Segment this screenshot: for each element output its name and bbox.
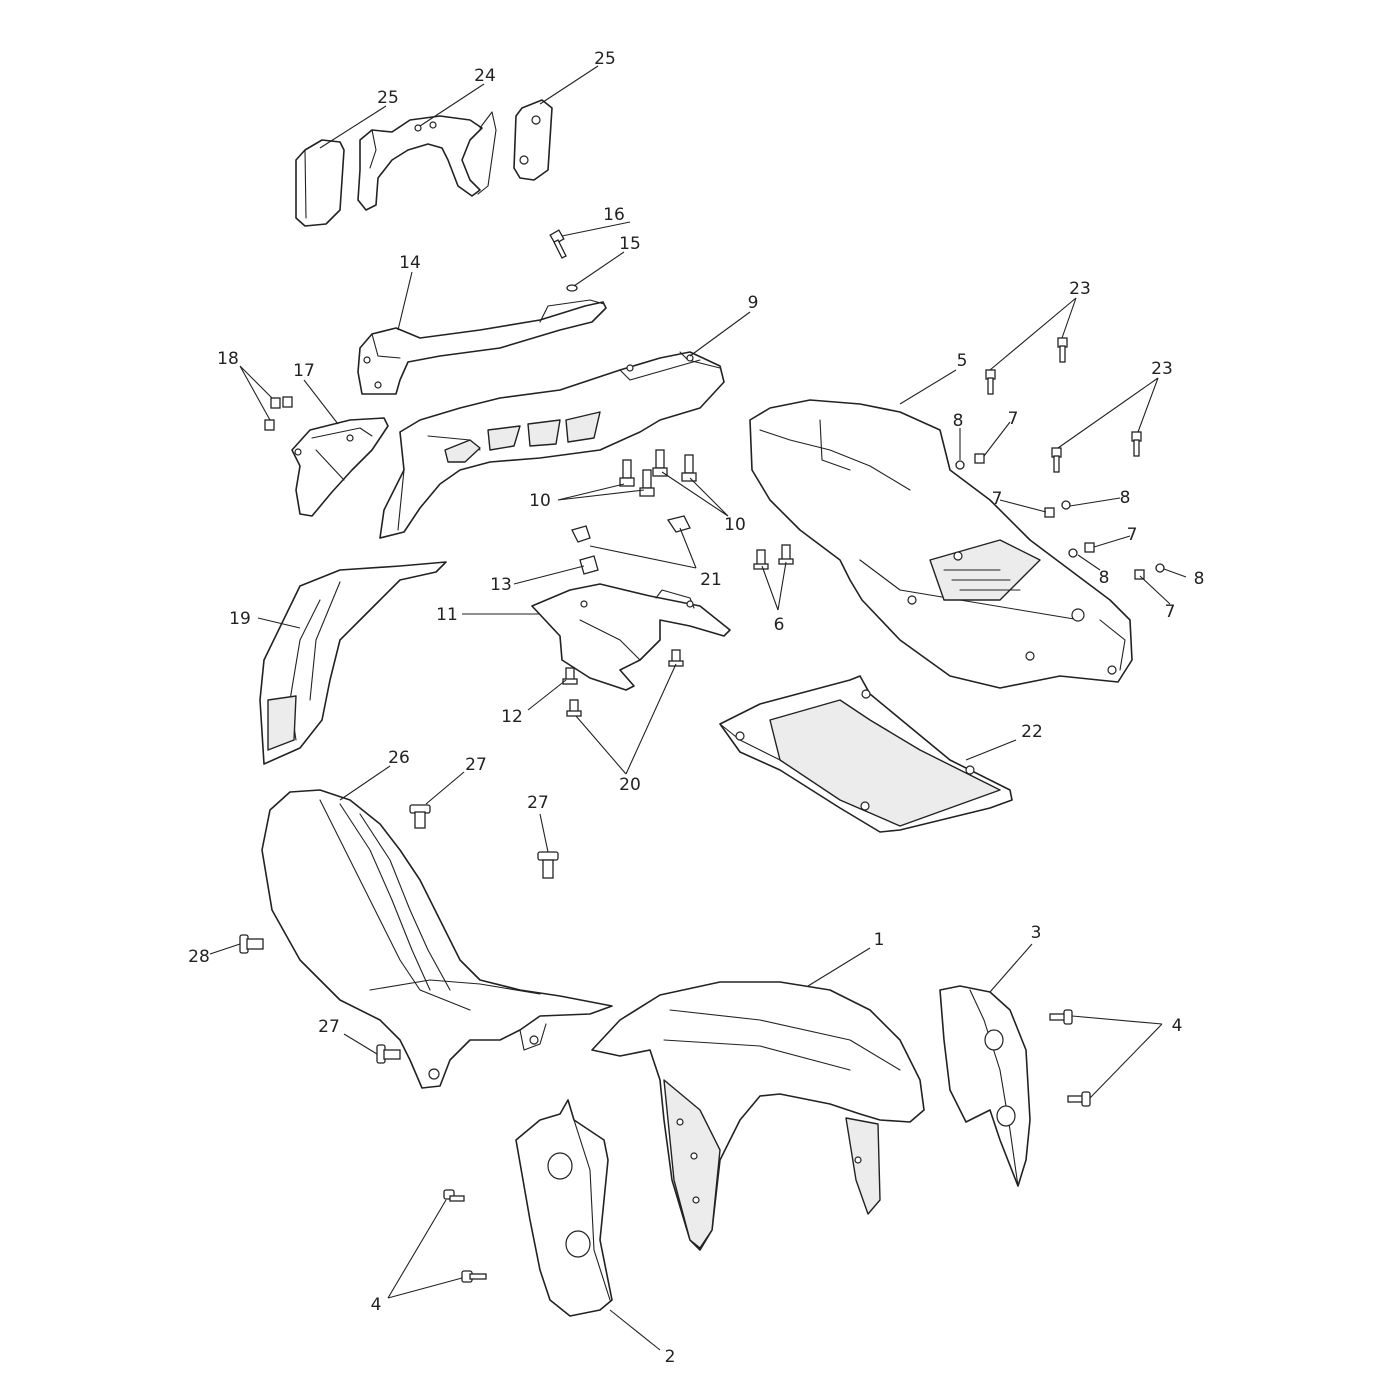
callout-10-right: 10 xyxy=(724,515,746,535)
callout-9: 9 xyxy=(748,293,759,313)
callout-7-b: 7 xyxy=(992,489,1003,509)
part-7-bolts[interactable] xyxy=(974,453,1145,580)
callout-19: 19 xyxy=(229,609,251,629)
callout-1: 1 xyxy=(874,930,885,950)
callout-3: 3 xyxy=(1031,923,1042,943)
part-5-undertray[interactable] xyxy=(749,399,1133,689)
callout-5: 5 xyxy=(957,351,968,371)
callout-27-bottom: 27 xyxy=(318,1017,340,1037)
part-3-fork-guard-right[interactable] xyxy=(939,985,1031,1187)
part-23-screws-upper[interactable] xyxy=(985,337,1068,395)
leader-lines xyxy=(209,65,1187,1351)
callout-22: 22 xyxy=(1021,722,1043,742)
part-25-pad-right[interactable] xyxy=(513,99,553,181)
callout-17: 17 xyxy=(293,361,315,381)
callout-25-left: 25 xyxy=(377,88,399,108)
callout-2: 2 xyxy=(665,1347,676,1367)
part-21-clips[interactable] xyxy=(571,515,691,543)
part-4-screws[interactable] xyxy=(443,1009,1091,1283)
part-28-fastener[interactable] xyxy=(239,934,264,954)
part-22-belly-tray[interactable] xyxy=(719,675,1013,833)
callout-4-left: 4 xyxy=(371,1295,382,1315)
part-6-screws[interactable] xyxy=(753,544,794,570)
part-24-bracket[interactable] xyxy=(357,111,497,211)
part-10-screws[interactable] xyxy=(619,449,697,497)
callout-20: 20 xyxy=(619,775,641,795)
part-26-rear-hugger[interactable] xyxy=(261,789,613,1089)
part-16-bolt[interactable] xyxy=(549,229,567,259)
callout-7-c: 7 xyxy=(1127,525,1138,545)
callout-labels: 1 2 3 4 4 5 6 7 7 7 7 8 8 8 8 9 10 10 11… xyxy=(188,49,1204,1367)
callout-23-lower: 23 xyxy=(1151,359,1173,379)
part-12-screw[interactable] xyxy=(562,667,578,685)
callout-18: 18 xyxy=(217,349,239,369)
part-23-screws-lower[interactable] xyxy=(1051,431,1142,473)
callout-28: 28 xyxy=(188,947,210,967)
callout-6: 6 xyxy=(774,615,785,635)
part-8-washers[interactable] xyxy=(955,460,1165,573)
part-2-fork-guard-left[interactable] xyxy=(515,1099,613,1317)
callout-27-top: 27 xyxy=(465,755,487,775)
part-19-side-cover[interactable] xyxy=(259,561,447,765)
callout-21: 21 xyxy=(700,570,722,590)
part-13-clip[interactable] xyxy=(579,555,599,575)
part-27-fasteners[interactable] xyxy=(376,804,559,1064)
callout-4-right: 4 xyxy=(1172,1016,1183,1036)
callout-10-left: 10 xyxy=(529,491,551,511)
callout-7-a: 7 xyxy=(1008,409,1019,429)
part-15-washer[interactable] xyxy=(566,284,578,292)
callout-16: 16 xyxy=(603,205,625,225)
part-11-cover-plate[interactable] xyxy=(531,583,731,691)
part-18-screws[interactable] xyxy=(264,396,293,431)
callout-7-d: 7 xyxy=(1165,602,1176,622)
part-20-screws[interactable] xyxy=(566,649,684,717)
callout-15: 15 xyxy=(619,234,641,254)
part-17-bracket[interactable] xyxy=(291,417,389,517)
callout-11: 11 xyxy=(436,605,458,625)
callout-27-middle: 27 xyxy=(527,793,549,813)
callout-25-right: 25 xyxy=(594,49,616,69)
callout-8-d: 8 xyxy=(1194,569,1205,589)
callout-12: 12 xyxy=(501,707,523,727)
callout-8-a: 8 xyxy=(953,411,964,431)
part-25-pad-left[interactable] xyxy=(295,139,345,227)
callout-8-c: 8 xyxy=(1099,568,1110,588)
callout-26: 26 xyxy=(388,748,410,768)
callout-13: 13 xyxy=(490,575,512,595)
callout-23-upper: 23 xyxy=(1069,279,1091,299)
callout-14: 14 xyxy=(399,253,421,273)
part-9-subframe[interactable] xyxy=(379,351,725,539)
part-1-front-mudguard[interactable] xyxy=(591,981,925,1251)
callout-8-b: 8 xyxy=(1120,488,1131,508)
part-14-rail[interactable] xyxy=(357,299,607,395)
callout-24: 24 xyxy=(474,66,496,86)
